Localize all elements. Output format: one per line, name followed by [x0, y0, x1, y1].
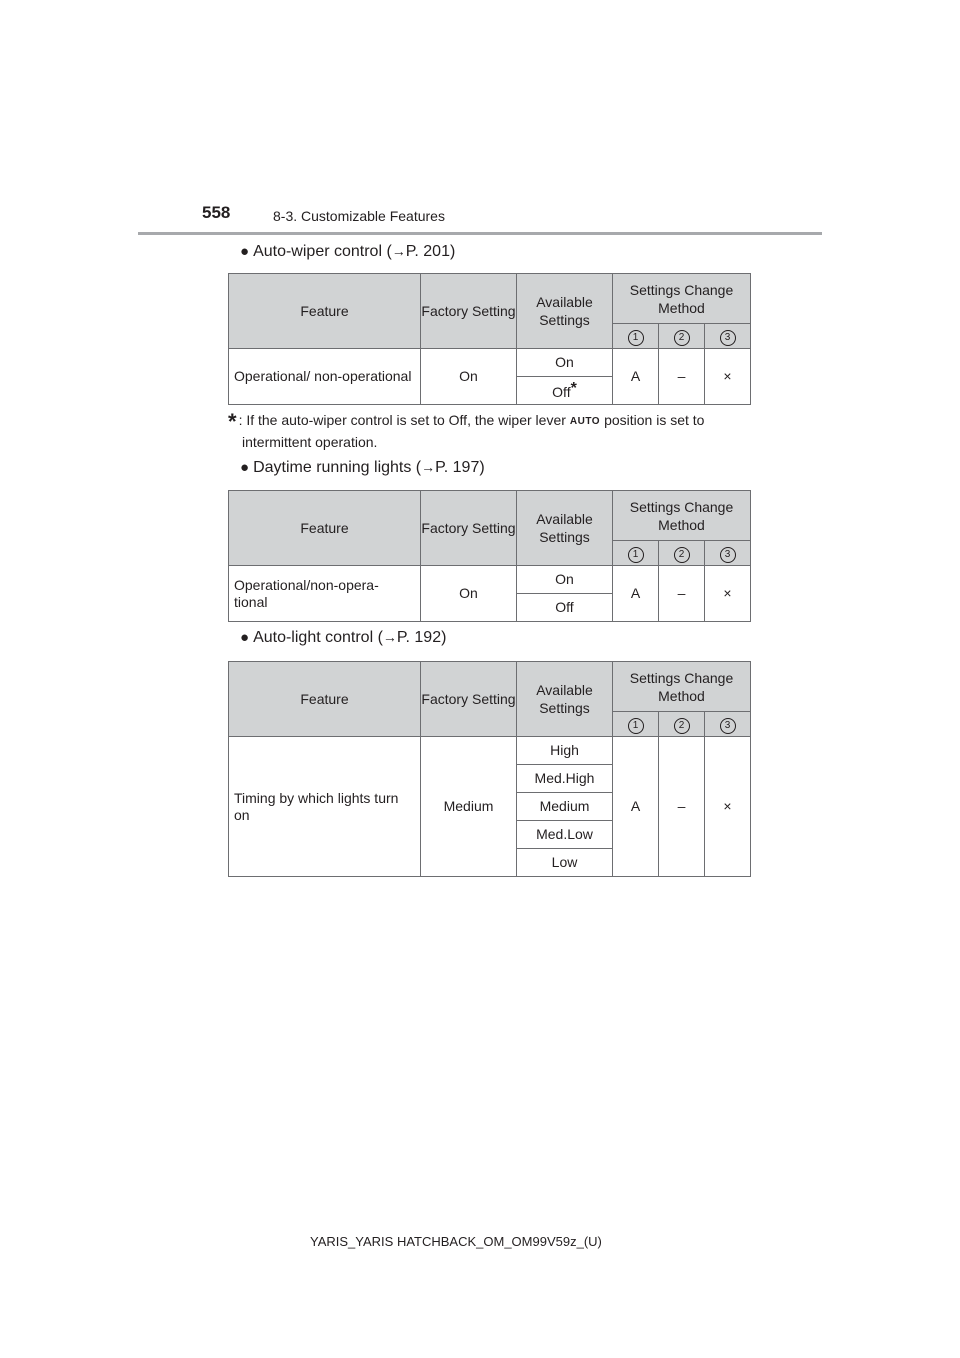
option-cell: Med.Low — [516, 820, 613, 849]
feature-cell: Timing by which lights turn on — [228, 736, 421, 877]
available-header: Available Settings — [516, 490, 613, 566]
footnote-star: * — [570, 380, 577, 397]
header-rule — [138, 232, 822, 235]
method-cell: – — [658, 565, 705, 622]
factory-cell: On — [420, 348, 517, 405]
method-header: Settings Change Method — [612, 490, 751, 541]
option-cell: Medium — [516, 792, 613, 821]
option-cell: Off* — [516, 376, 613, 405]
drl-heading: ●Daytime running lights (→P. 197) — [240, 459, 485, 477]
footnote: *: If the auto-wiper control is set to O… — [228, 410, 768, 452]
page-ref: P. 197) — [435, 459, 485, 476]
heading-text: Auto-wiper control ( — [253, 243, 392, 260]
heading-text: Daytime running lights ( — [253, 459, 422, 476]
auto-wiper-heading: ●Auto-wiper control (→P. 201) — [240, 243, 455, 261]
feature-header: Feature — [228, 661, 421, 737]
method-1: 1 — [612, 711, 659, 737]
method-cell: – — [658, 348, 705, 405]
method-cell: – — [658, 736, 705, 877]
factory-header: Factory Setting — [420, 273, 517, 349]
page-number: 558 — [202, 203, 231, 222]
auto-light-table: Feature Factory Setting Available Settin… — [228, 661, 751, 877]
method-cell: A — [612, 348, 659, 405]
option-cell: Low — [516, 848, 613, 877]
available-header: Available Settings — [516, 661, 613, 737]
feature-cell: Operational/non-opera- tional — [228, 565, 421, 622]
method-cell: A — [612, 736, 659, 877]
footer-code: YARIS_YARIS HATCHBACK_OM_OM99V59z_(U) — [310, 1234, 602, 1249]
arrow-icon: → — [421, 459, 436, 475]
factory-header: Factory Setting — [420, 490, 517, 566]
method-2: 2 — [658, 323, 705, 349]
option-cell: On — [516, 565, 613, 594]
method-cell: × — [704, 348, 751, 405]
method-cell: × — [704, 736, 751, 877]
method-cell: A — [612, 565, 659, 622]
factory-cell: On — [420, 565, 517, 622]
method-header: Settings Change Method — [612, 661, 751, 712]
feature-header: Feature — [228, 490, 421, 566]
option-cell: High — [516, 736, 613, 765]
option-cell: On — [516, 348, 613, 377]
bullet-icon: ● — [240, 243, 250, 260]
arrow-icon: → — [382, 629, 397, 645]
method-1: 1 — [612, 323, 659, 349]
method-3: 3 — [704, 323, 751, 349]
auto-icon: AUTO — [569, 416, 601, 427]
method-header: Settings Change Method — [612, 273, 751, 324]
drl-table: Feature Factory Setting Available Settin… — [228, 490, 751, 622]
method-3: 3 — [704, 540, 751, 566]
available-header: Available Settings — [516, 273, 613, 349]
method-2: 2 — [658, 540, 705, 566]
method-3: 3 — [704, 711, 751, 737]
page-ref: P. 192) — [396, 629, 447, 646]
method-2: 2 — [658, 711, 705, 737]
factory-header: Factory Setting — [420, 661, 517, 737]
feature-cell: Operational/ non-operational — [228, 348, 421, 405]
bullet-icon: ● — [240, 629, 250, 646]
option-cell: Off — [516, 593, 613, 622]
footnote-text: : If the auto-wiper control is set to Of… — [238, 412, 566, 428]
auto-wiper-table: Feature Factory Setting Available Settin… — [228, 273, 751, 405]
page-ref: P. 201) — [405, 243, 456, 260]
method-1: 1 — [612, 540, 659, 566]
section-title: 8-3. Customizable Features — [273, 208, 445, 224]
heading-text: Auto-light control ( — [253, 629, 383, 646]
auto-light-heading: ●Auto-light control (→P. 192) — [240, 629, 446, 647]
method-cell: × — [704, 565, 751, 622]
footnote-text-cont: position is set to — [604, 412, 705, 428]
footnote-star: * — [228, 409, 237, 434]
factory-cell: Medium — [420, 736, 517, 877]
option-cell: Med.High — [516, 764, 613, 793]
feature-header: Feature — [228, 273, 421, 349]
arrow-icon: → — [391, 243, 406, 259]
bullet-icon: ● — [240, 459, 250, 476]
footnote-line2: intermittent operation. — [242, 434, 378, 450]
